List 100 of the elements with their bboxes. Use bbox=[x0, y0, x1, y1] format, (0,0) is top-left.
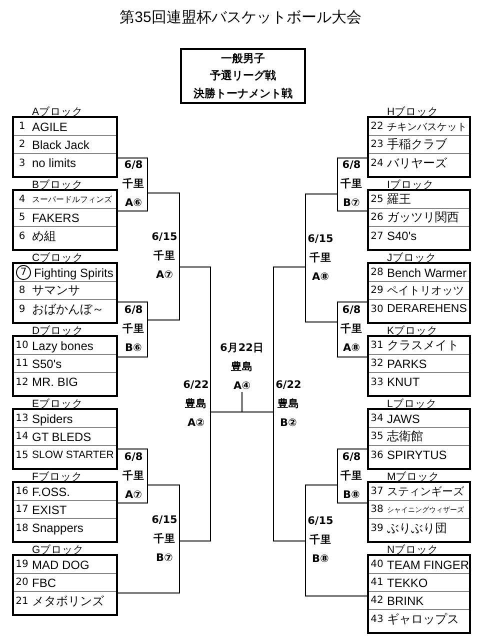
team-number: 42 bbox=[370, 595, 384, 606]
team-number: 18 bbox=[14, 522, 30, 534]
match-date: 6/15 bbox=[152, 231, 178, 244]
team-name: ギャロップス bbox=[386, 610, 459, 628]
team-number: 20 bbox=[14, 577, 30, 588]
team-name: TEAM FINGER bbox=[386, 558, 470, 572]
team-number: 15 bbox=[14, 450, 30, 460]
match-date: 6/8 bbox=[342, 450, 361, 464]
team-name: MR. BIG bbox=[31, 375, 78, 389]
bracket-line bbox=[304, 484, 338, 486]
match-venue: 豊島 bbox=[231, 361, 253, 374]
bracket bbox=[337, 449, 365, 503]
bracket-line bbox=[118, 502, 148, 504]
team-name: MAD DOG bbox=[31, 558, 90, 572]
team-name: EXIST bbox=[31, 502, 67, 516]
bracket bbox=[182, 267, 211, 541]
team-name: Spiders bbox=[31, 412, 73, 426]
team-name: チキンバスケット bbox=[386, 120, 467, 134]
block-heading: Aブロック bbox=[32, 106, 84, 119]
team-number: 3 bbox=[18, 158, 26, 168]
bracket bbox=[273, 267, 303, 541]
match-venue: 千里 bbox=[310, 534, 332, 547]
bracket-line bbox=[118, 210, 148, 212]
bracket-line bbox=[148, 484, 180, 486]
team-number: 9 bbox=[18, 304, 26, 314]
team-name: スーパードルフィンズ bbox=[31, 194, 112, 205]
match-venue: 豊島 bbox=[185, 398, 207, 410]
team-number: 14 bbox=[14, 431, 30, 442]
team-name: Black Jack bbox=[31, 138, 90, 152]
block-heading: Cブロック bbox=[32, 252, 84, 265]
team-number: 23 bbox=[370, 139, 384, 150]
team-number: 17 bbox=[14, 504, 30, 515]
team-number: 41 bbox=[370, 577, 384, 588]
team-name: ぶりぶり団 bbox=[386, 520, 447, 536]
team-number: 32 bbox=[370, 358, 384, 369]
match-court: A⑧ bbox=[312, 270, 330, 284]
team-name: バリヤーズ bbox=[386, 154, 447, 172]
team-row bbox=[14, 282, 116, 300]
bracket bbox=[150, 485, 180, 593]
team-name: AGILE bbox=[31, 120, 68, 134]
team-name: GT BLEDS bbox=[31, 430, 92, 444]
team-row bbox=[369, 428, 469, 446]
block-heading: Dブロック bbox=[32, 325, 84, 338]
block-heading: Fブロック bbox=[32, 471, 82, 484]
match-venue: 千里 bbox=[122, 470, 144, 482]
team-number: 31 bbox=[370, 340, 384, 351]
match-venue: 千里 bbox=[154, 250, 176, 263]
team-name: S50's bbox=[31, 356, 62, 370]
bracket bbox=[120, 449, 148, 503]
team-number: 25 bbox=[370, 194, 384, 205]
team-name: クラスメイト bbox=[386, 337, 459, 354]
match-court: A⑧ bbox=[342, 342, 360, 355]
match-date: 6/8 bbox=[342, 304, 361, 317]
match-court: B⑧ bbox=[343, 488, 360, 502]
team-row bbox=[369, 337, 469, 355]
match-date: 6/8 bbox=[124, 450, 143, 464]
team-number: 34 bbox=[370, 413, 384, 424]
team-name: Lazy bones bbox=[31, 338, 94, 352]
header-text: 予選リーグ戦 bbox=[210, 68, 276, 84]
bracket-line bbox=[336, 448, 368, 450]
match-date: 6/22 bbox=[276, 378, 302, 392]
block-heading: Eブロック bbox=[32, 398, 84, 411]
team-number: 8 bbox=[18, 285, 26, 296]
team-name: no limits bbox=[31, 156, 76, 170]
bracket-line bbox=[118, 448, 148, 450]
match-date: 6/8 bbox=[124, 159, 143, 172]
team-number: 36 bbox=[370, 450, 384, 460]
team-name: Fighting Spirits bbox=[33, 266, 114, 280]
team-row bbox=[14, 264, 116, 282]
team-name: サマンサ bbox=[31, 282, 80, 299]
team-number: 24 bbox=[370, 158, 384, 168]
bracket bbox=[305, 485, 335, 596]
team-number: 12 bbox=[14, 376, 30, 388]
bracket-line bbox=[336, 210, 368, 212]
bracket-line bbox=[148, 192, 180, 194]
team-number: 28 bbox=[370, 267, 384, 278]
circled-number: 7 bbox=[16, 265, 31, 280]
match-venue: 千里 bbox=[340, 470, 362, 482]
team-number: 29 bbox=[370, 285, 384, 296]
team-name: TEKKO bbox=[386, 576, 428, 590]
team-number: 30 bbox=[370, 304, 384, 314]
team-name: Snappers bbox=[31, 521, 84, 535]
team-row bbox=[369, 136, 469, 154]
header-text: 決勝トーナメント戦 bbox=[194, 86, 292, 101]
team-number: 19 bbox=[14, 559, 30, 570]
match-date: 6/15 bbox=[308, 515, 334, 528]
match-court: A② bbox=[187, 416, 205, 430]
match-venue: 千里 bbox=[154, 532, 176, 546]
match-date: 6/15 bbox=[308, 232, 334, 246]
team-name: FBC bbox=[31, 576, 56, 590]
team-name: PARKS bbox=[386, 356, 427, 370]
team-number: 10 bbox=[14, 340, 30, 351]
team-name: スティンギーズ bbox=[386, 485, 464, 499]
bracket bbox=[150, 193, 180, 320]
bracket-line bbox=[118, 356, 148, 358]
match-venue: 千里 bbox=[310, 252, 332, 264]
team-number: 1 bbox=[18, 121, 26, 132]
team-number: 37 bbox=[370, 486, 384, 497]
team-number: 27 bbox=[370, 230, 384, 242]
match-date: 6/8 bbox=[124, 304, 143, 317]
